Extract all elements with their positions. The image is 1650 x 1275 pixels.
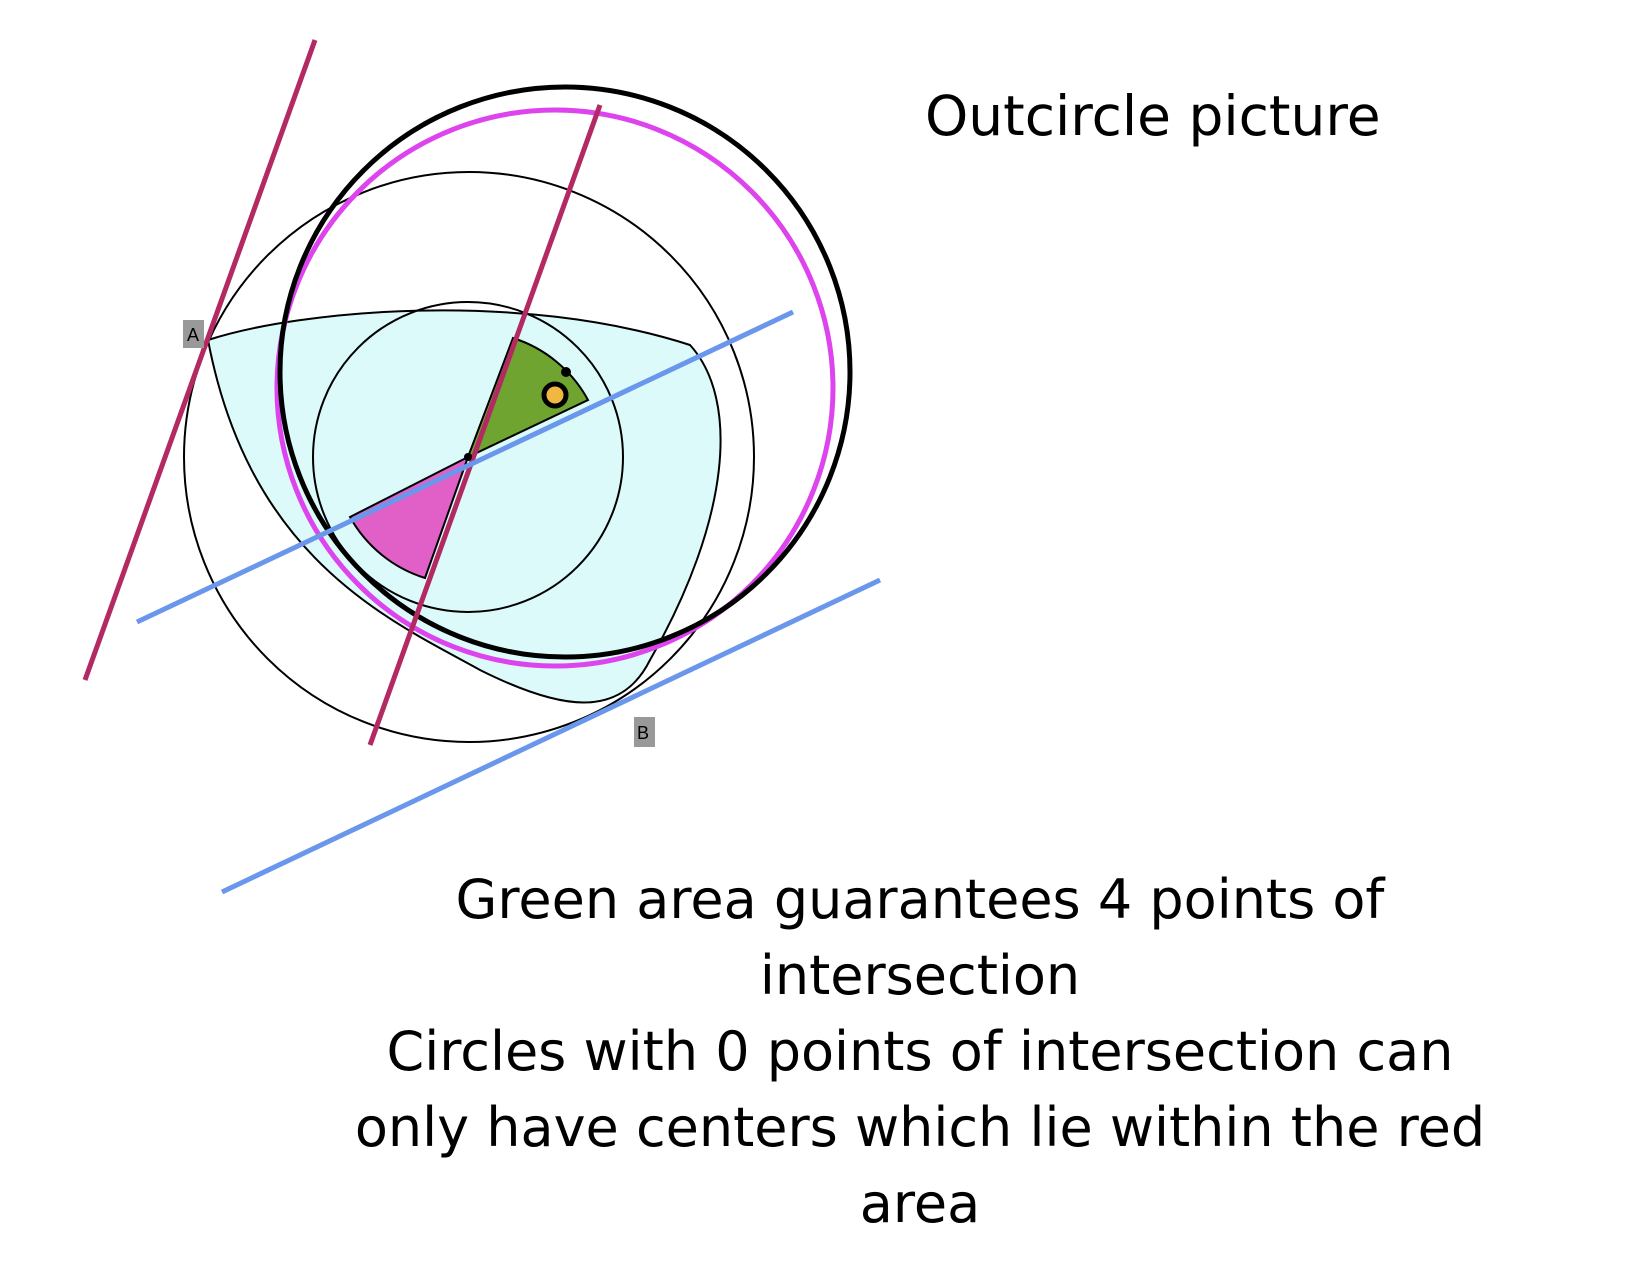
blue-line-b [220,577,882,895]
caption-line: Green area guarantees 4 points of [455,868,1385,931]
slide-title: Outcircle picture [925,84,1381,148]
caption-line: area [859,1172,981,1235]
perpendicular-line-a [82,39,318,681]
magenta-circle [274,107,836,669]
center-point [464,453,472,461]
blue-line-center [135,309,795,625]
label-b-box [634,717,655,747]
yellow-center-marker [541,381,569,409]
label-a: A [187,325,199,345]
caption-line: only have centers which lie within the r… [354,1096,1486,1159]
caption-line: intersection [759,944,1081,1007]
outcircle [277,84,853,660]
label-a-box [183,320,204,348]
large-thin-circle [183,171,755,743]
perpendicular-line-center [367,104,603,746]
caption-line: Circles with 0 points of intersection ca… [386,1020,1454,1083]
small-point [561,367,571,377]
caption: Green area guarantees 4 points of inters… [320,862,1520,1242]
inner-circle [312,301,624,613]
label-b: B [637,723,649,743]
